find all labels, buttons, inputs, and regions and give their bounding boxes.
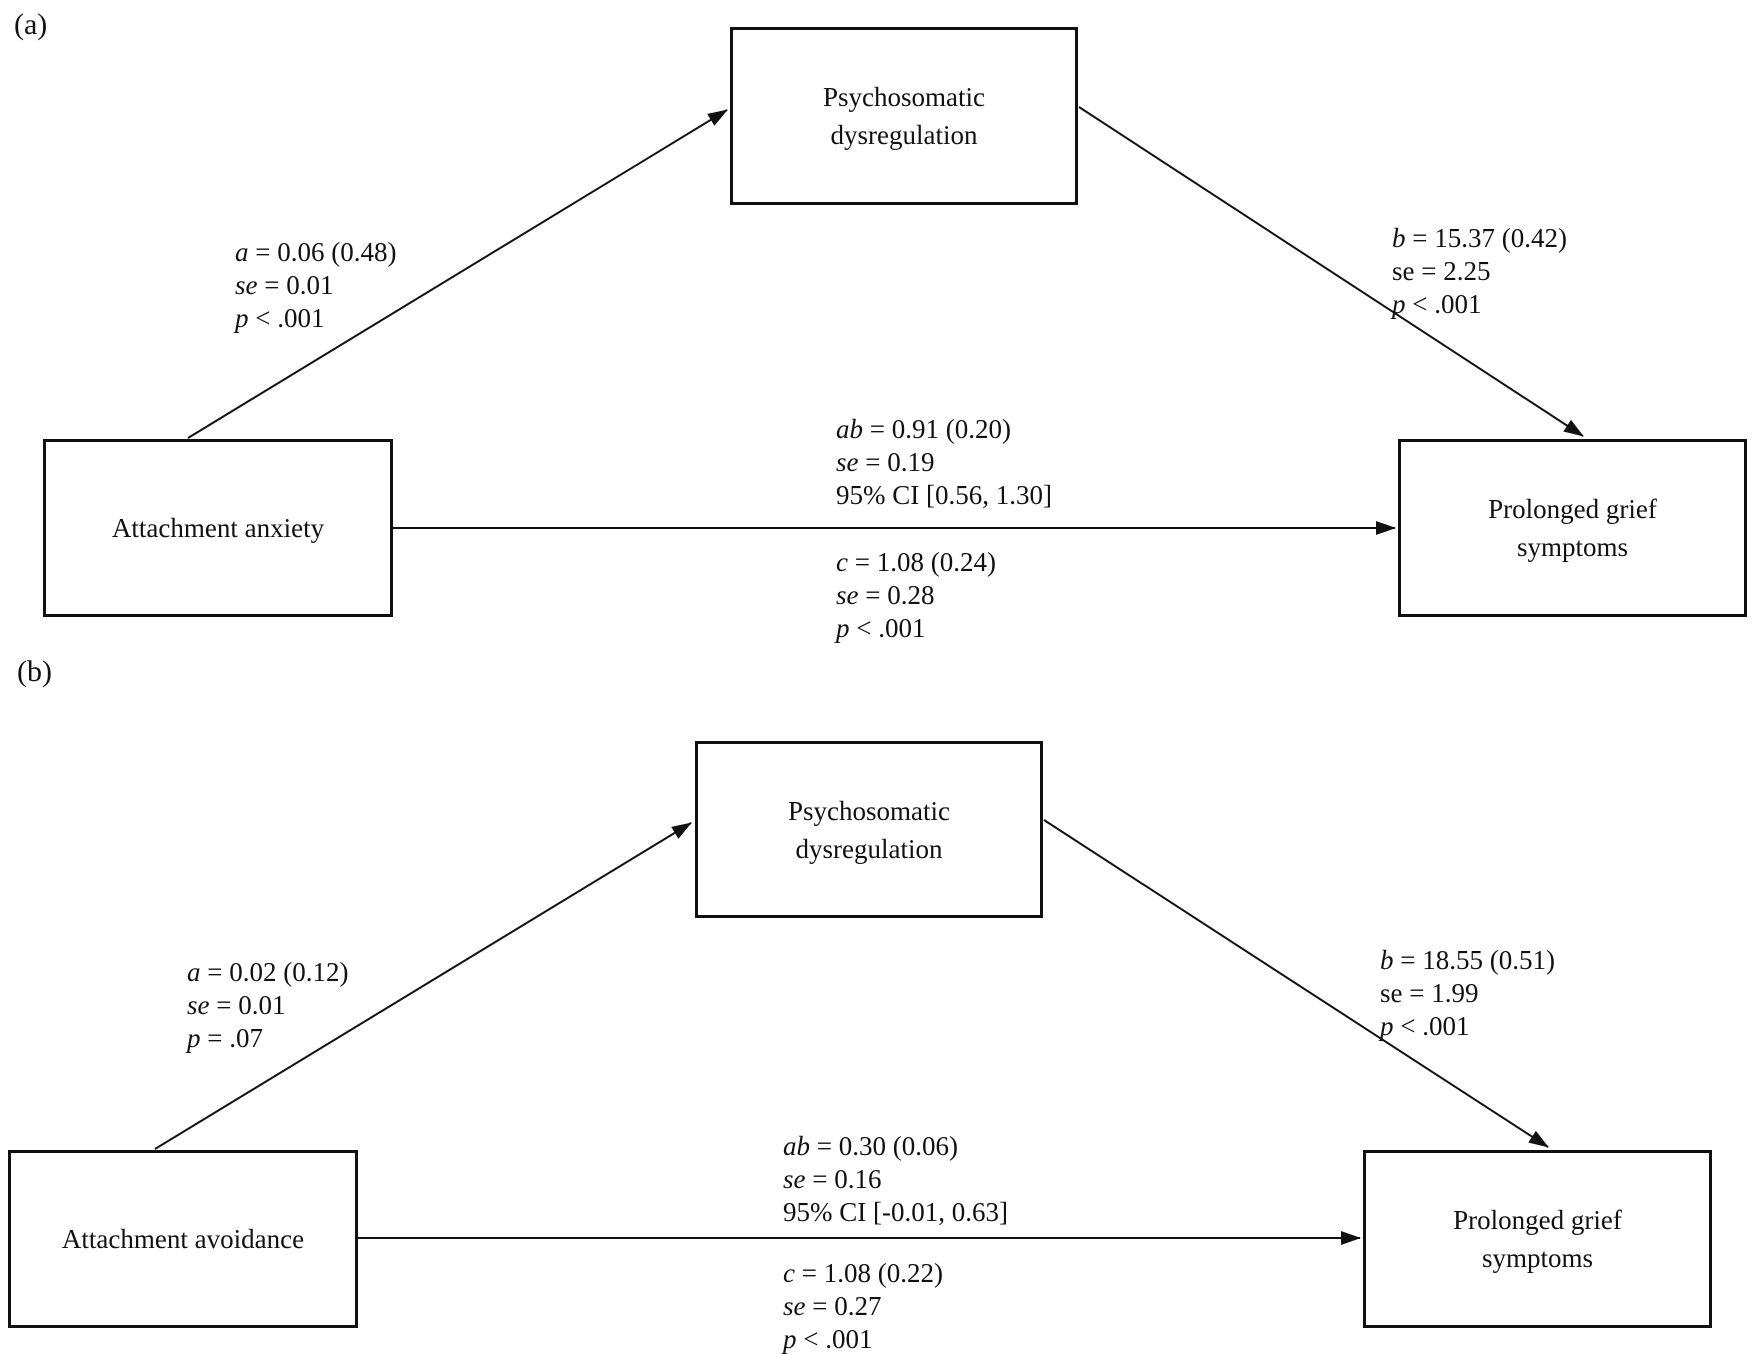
stat-line: b = 18.55 (0.51)	[1380, 945, 1555, 975]
panel-a-path-b-stats: b = 15.37 (0.42) se = 2.25 p < .001	[1392, 222, 1567, 321]
stat-line: c = 1.08 (0.22)	[783, 1258, 943, 1288]
stat-line: se = 0.19	[836, 447, 935, 477]
mediator-box-label: Psychosomatic dysregulation	[788, 795, 950, 864]
predictor-box-label: Attachment anxiety	[111, 513, 325, 543]
panel-a-direct-effect-stats: c = 1.08 (0.24) se = 0.28 p < .001	[836, 546, 996, 645]
stat-line: p < .001	[1392, 289, 1482, 319]
stat-line: ab = 0.91 (0.20)	[836, 414, 1011, 444]
stat-line: 95% CI [0.56, 1.30]	[836, 480, 1052, 510]
predictor-box-label: Attachment avoidance	[61, 1224, 305, 1254]
panel-b-label: (b)	[17, 655, 52, 688]
outcome-box-label: Prolonged grief symptoms	[1488, 494, 1657, 562]
stat-line: a = 0.06 (0.48)	[235, 237, 397, 267]
stat-line: 95% CI [-0.01, 0.63]	[783, 1197, 1008, 1227]
stat-line: se = 0.01	[235, 270, 334, 300]
stat-line: c = 1.08 (0.24)	[836, 547, 996, 577]
panel-a-mediator-box: Psychosomatic dysregulation	[730, 27, 1078, 205]
panel-b-path-b-stats: b = 18.55 (0.51) se = 1.99 p < .001	[1380, 944, 1555, 1043]
panel-b-direct-effect-stats: c = 1.08 (0.22) se = 0.27 p < .001	[783, 1257, 943, 1354]
panel-b-indirect-effect-stats: ab = 0.30 (0.06) se = 0.16 95% CI [-0.01…	[783, 1130, 1008, 1229]
panel-a-path-a-stats: a = 0.06 (0.48) se = 0.01 p < .001	[235, 236, 396, 335]
stat-line: p < .001	[1380, 1011, 1470, 1041]
panel-b-outcome-box: Prolonged grief symptoms	[1363, 1150, 1712, 1328]
stat-line: p = .07	[187, 1023, 263, 1053]
stat-line: se = 0.01	[187, 990, 286, 1020]
panel-a-outcome-box: Prolonged grief symptoms	[1398, 439, 1747, 617]
panel-a-indirect-effect-stats: ab = 0.91 (0.20) se = 0.19 95% CI [0.56,…	[836, 413, 1052, 512]
stat-line: se = 0.27	[783, 1291, 882, 1321]
stat-line: p < .001	[836, 613, 926, 643]
stat-line: se = 1.99	[1380, 978, 1479, 1008]
stat-line: p < .001	[235, 303, 325, 333]
panel-a-label: (a)	[14, 8, 48, 41]
stat-line: se = 0.28	[836, 580, 935, 610]
stat-line: se = 0.16	[783, 1164, 882, 1194]
panel-a-predictor-box: Attachment anxiety	[43, 439, 393, 617]
stat-line: p < .001	[783, 1324, 873, 1354]
panel-b-mediator-box: Psychosomatic dysregulation	[695, 741, 1043, 918]
stat-line: se = 2.25	[1392, 256, 1491, 286]
stat-line: ab = 0.30 (0.06)	[783, 1131, 958, 1161]
panel-b-path-a-stats: a = 0.02 (0.12) se = 0.01 p = .07	[187, 956, 348, 1055]
panel-b-predictor-box: Attachment avoidance	[8, 1150, 358, 1328]
outcome-box-label: Prolonged grief symptoms	[1453, 1205, 1622, 1273]
stat-line: a = 0.02 (0.12)	[187, 957, 349, 987]
mediator-box-label: Psychosomatic dysregulation	[823, 82, 985, 150]
stat-line: b = 15.37 (0.42)	[1392, 223, 1567, 253]
